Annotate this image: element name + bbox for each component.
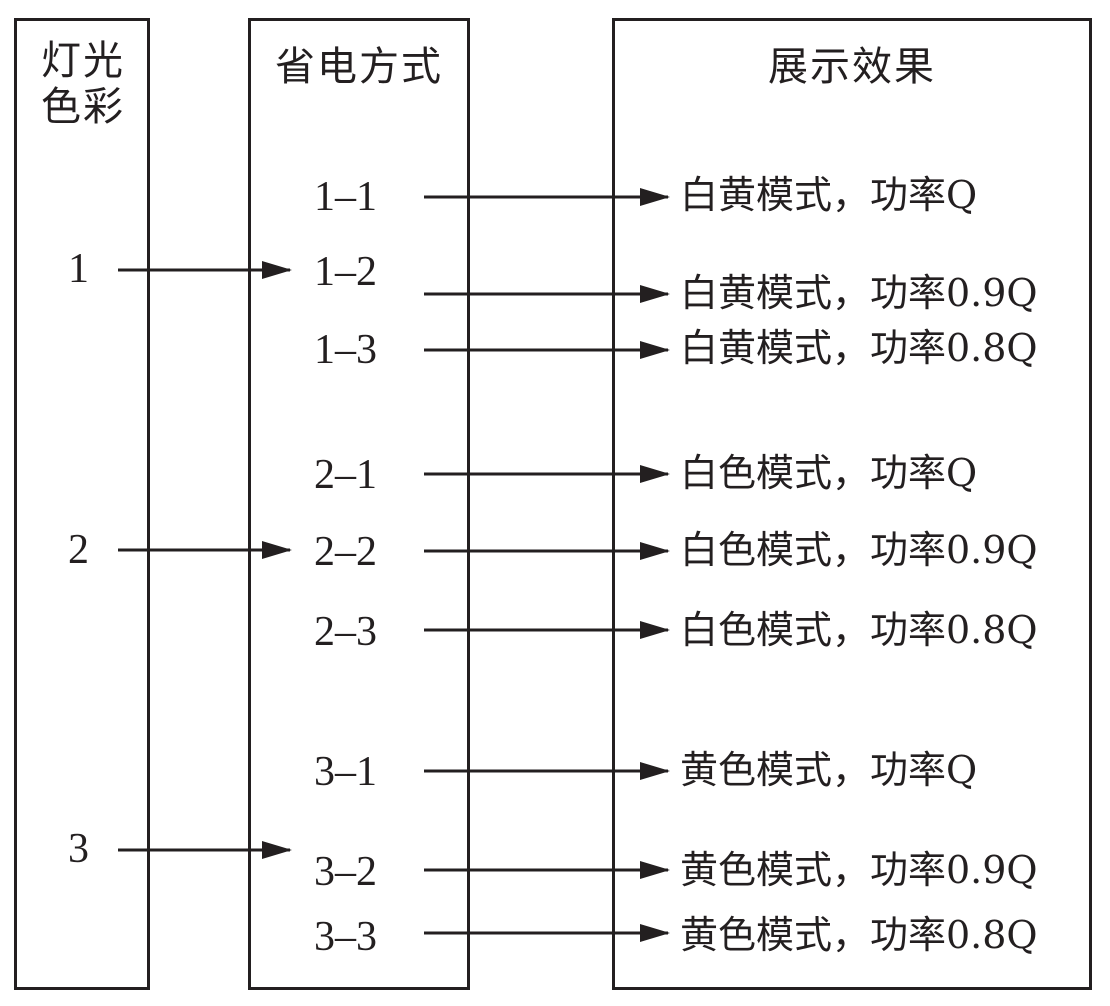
mode-label-1-3: 1–3 [314, 327, 377, 373]
effect-label-2-1: 白色模式，功率Q [680, 451, 978, 495]
header-display-effect: 展示效果 [768, 44, 936, 90]
header-light-color: 灯光色彩 [41, 38, 125, 130]
effect-label-3-2: 黄色模式，功率0.9Q [680, 848, 1038, 892]
effect-label-1-2: 白黄模式，功率0.9Q [680, 271, 1038, 315]
color-label-3: 3 [68, 826, 89, 872]
mode-label-3-1: 3–1 [314, 749, 377, 795]
column-power-saving-mode [248, 18, 470, 990]
effect-label-3-1: 黄色模式，功率Q [680, 748, 978, 792]
color-label-2: 2 [68, 527, 89, 573]
mode-label-1-1: 1–1 [314, 174, 377, 220]
effect-label-2-2: 白色模式，功率0.9Q [680, 528, 1038, 572]
color-label-1: 1 [68, 246, 89, 292]
effect-label-1-1: 白黄模式，功率Q [680, 173, 978, 217]
mode-label-2-1: 2–1 [314, 452, 377, 498]
header-power-saving-mode: 省电方式 [275, 44, 443, 90]
column-display-effect [612, 18, 1092, 990]
effect-label-1-3: 白黄模式，功率0.8Q [680, 326, 1038, 370]
mode-label-3-3: 3–3 [314, 914, 377, 960]
effect-label-3-3: 黄色模式，功率0.8Q [680, 913, 1038, 957]
mode-label-3-2: 3–2 [314, 849, 377, 895]
effect-label-2-3: 白色模式，功率0.8Q [680, 608, 1038, 652]
mode-label-2-2: 2–2 [314, 529, 377, 575]
mode-label-2-3: 2–3 [314, 609, 377, 655]
column-light-color [14, 18, 150, 990]
mode-label-1-2: 1–2 [314, 249, 377, 295]
